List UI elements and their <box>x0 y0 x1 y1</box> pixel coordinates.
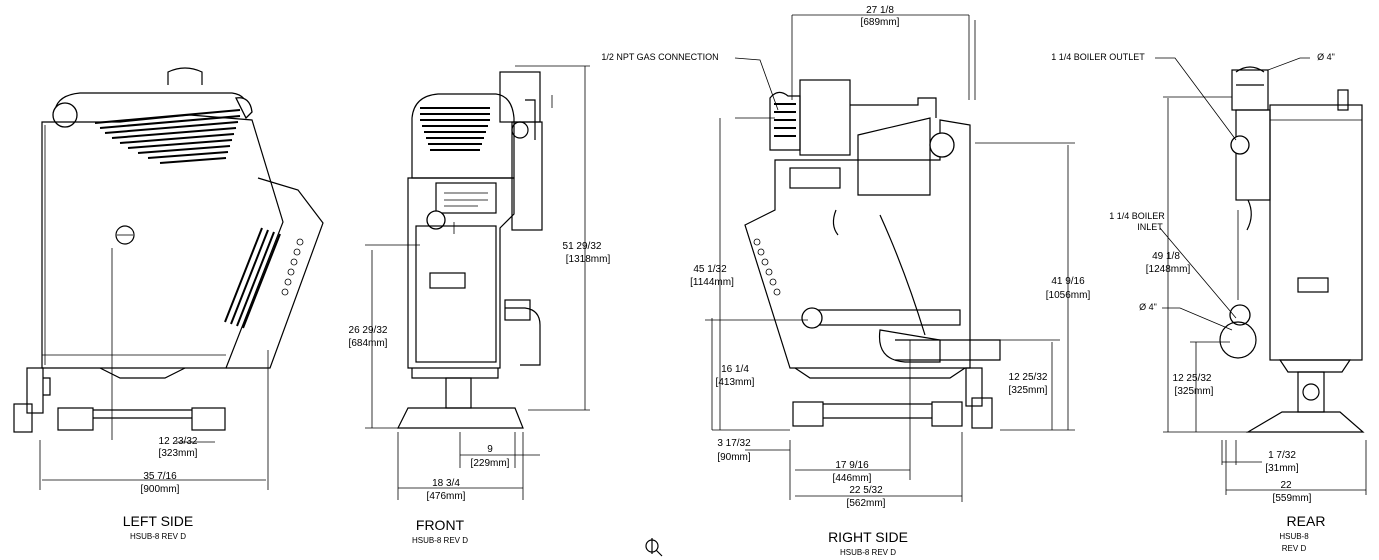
rear-width-b-in: 22 <box>1280 480 1292 491</box>
air-inlet-callout: Ø 4" <box>1139 302 1157 312</box>
left-dim-a-mm: [323mm] <box>159 448 198 459</box>
rear-height-a-in: 49 1/8 <box>1152 251 1180 262</box>
right-height-d-mm: [325mm] <box>1009 385 1048 396</box>
front-height-b-mm: [1318mm] <box>566 254 611 265</box>
left-dim-b-mm: [900mm] <box>141 484 180 495</box>
right-view-rev: HSUB-8 REV D <box>840 548 896 557</box>
right-height-b-mm: [413mm] <box>716 377 755 388</box>
front-height-a-mm: [684mm] <box>349 338 388 349</box>
right-top-width-in: 27 1/8 <box>866 5 894 16</box>
front-width-b-mm: [476mm] <box>427 491 466 502</box>
rear-height-b-mm: [325mm] <box>1175 386 1214 397</box>
rear-width-a-in: 1 7/32 <box>1268 450 1296 461</box>
right-width-a-in: 17 9/16 <box>835 460 869 471</box>
rear-view: 1 1/4 BOILER OUTLET Ø 4" 1 1/4 BOILER IN… <box>1051 52 1367 553</box>
right-view-title: RIGHT SIDE <box>828 529 908 545</box>
right-top-width-mm: [689mm] <box>861 17 900 28</box>
left-dim-a-in: 12 23/32 <box>159 436 198 447</box>
rear-view-rev-2: REV D <box>1282 544 1307 553</box>
front-height-a-in: 26 29/32 <box>349 325 388 336</box>
right-side-view: 1/2 NPT GAS CONNECTION 27 1/8 [689mm] 45… <box>601 5 1090 557</box>
front-width-a-in: 9 <box>487 444 493 455</box>
front-width-b-in: 18 3/4 <box>432 478 460 489</box>
rear-view-title: REAR <box>1287 513 1326 529</box>
rear-width-b-mm: [559mm] <box>1273 493 1312 504</box>
left-dim-b-in: 35 7/16 <box>143 471 177 482</box>
left-view-title: LEFT SIDE <box>123 513 194 529</box>
boiler-inlet-callout-1: 1 1/4 BOILER <box>1109 211 1165 221</box>
right-offset-mm: [90mm] <box>717 452 751 463</box>
left-side-view: 12 23/32 [323mm] 35 7/16 [900mm] LEFT SI… <box>13 67 324 541</box>
right-height-b-in: 16 1/4 <box>721 364 749 375</box>
boiler-inlet-callout-2: INLET <box>1137 222 1163 232</box>
right-width-b-mm: [562mm] <box>847 498 886 509</box>
rear-height-a-mm: [1248mm] <box>1146 264 1191 275</box>
rear-width-a-mm: [31mm] <box>1265 463 1299 474</box>
front-width-a-mm: [229mm] <box>471 458 510 469</box>
right-height-c-mm: [1056mm] <box>1046 290 1091 301</box>
right-offset-in: 3 17/32 <box>717 438 751 449</box>
front-view-title: FRONT <box>416 517 465 533</box>
front-view-rev: HSUB-8 REV D <box>412 536 468 545</box>
boiler-outlet-callout: 1 1/4 BOILER OUTLET <box>1051 52 1145 62</box>
right-height-a-mm: [1144mm] <box>690 277 734 288</box>
right-width-b-in: 22 5/32 <box>849 485 883 496</box>
right-height-a-in: 45 1/32 <box>693 264 727 275</box>
vent-top-callout: Ø 4" <box>1317 52 1335 62</box>
rear-height-b-in: 12 25/32 <box>1173 373 1212 384</box>
front-view: 26 29/32 [684mm] 51 29/32 [1318mm] 9 [22… <box>349 65 611 545</box>
right-height-c-in: 41 9/16 <box>1051 276 1085 287</box>
left-view-rev: HSUB-8 REV D <box>130 532 186 541</box>
phase-symbol <box>645 538 663 557</box>
rear-view-rev-1: HSUB-8 <box>1279 532 1309 541</box>
front-height-b-in: 51 29/32 <box>563 241 602 252</box>
right-height-d-in: 12 25/32 <box>1009 372 1048 383</box>
gas-connection-callout: 1/2 NPT GAS CONNECTION <box>601 52 718 62</box>
right-width-a-mm: [446mm] <box>833 473 872 484</box>
